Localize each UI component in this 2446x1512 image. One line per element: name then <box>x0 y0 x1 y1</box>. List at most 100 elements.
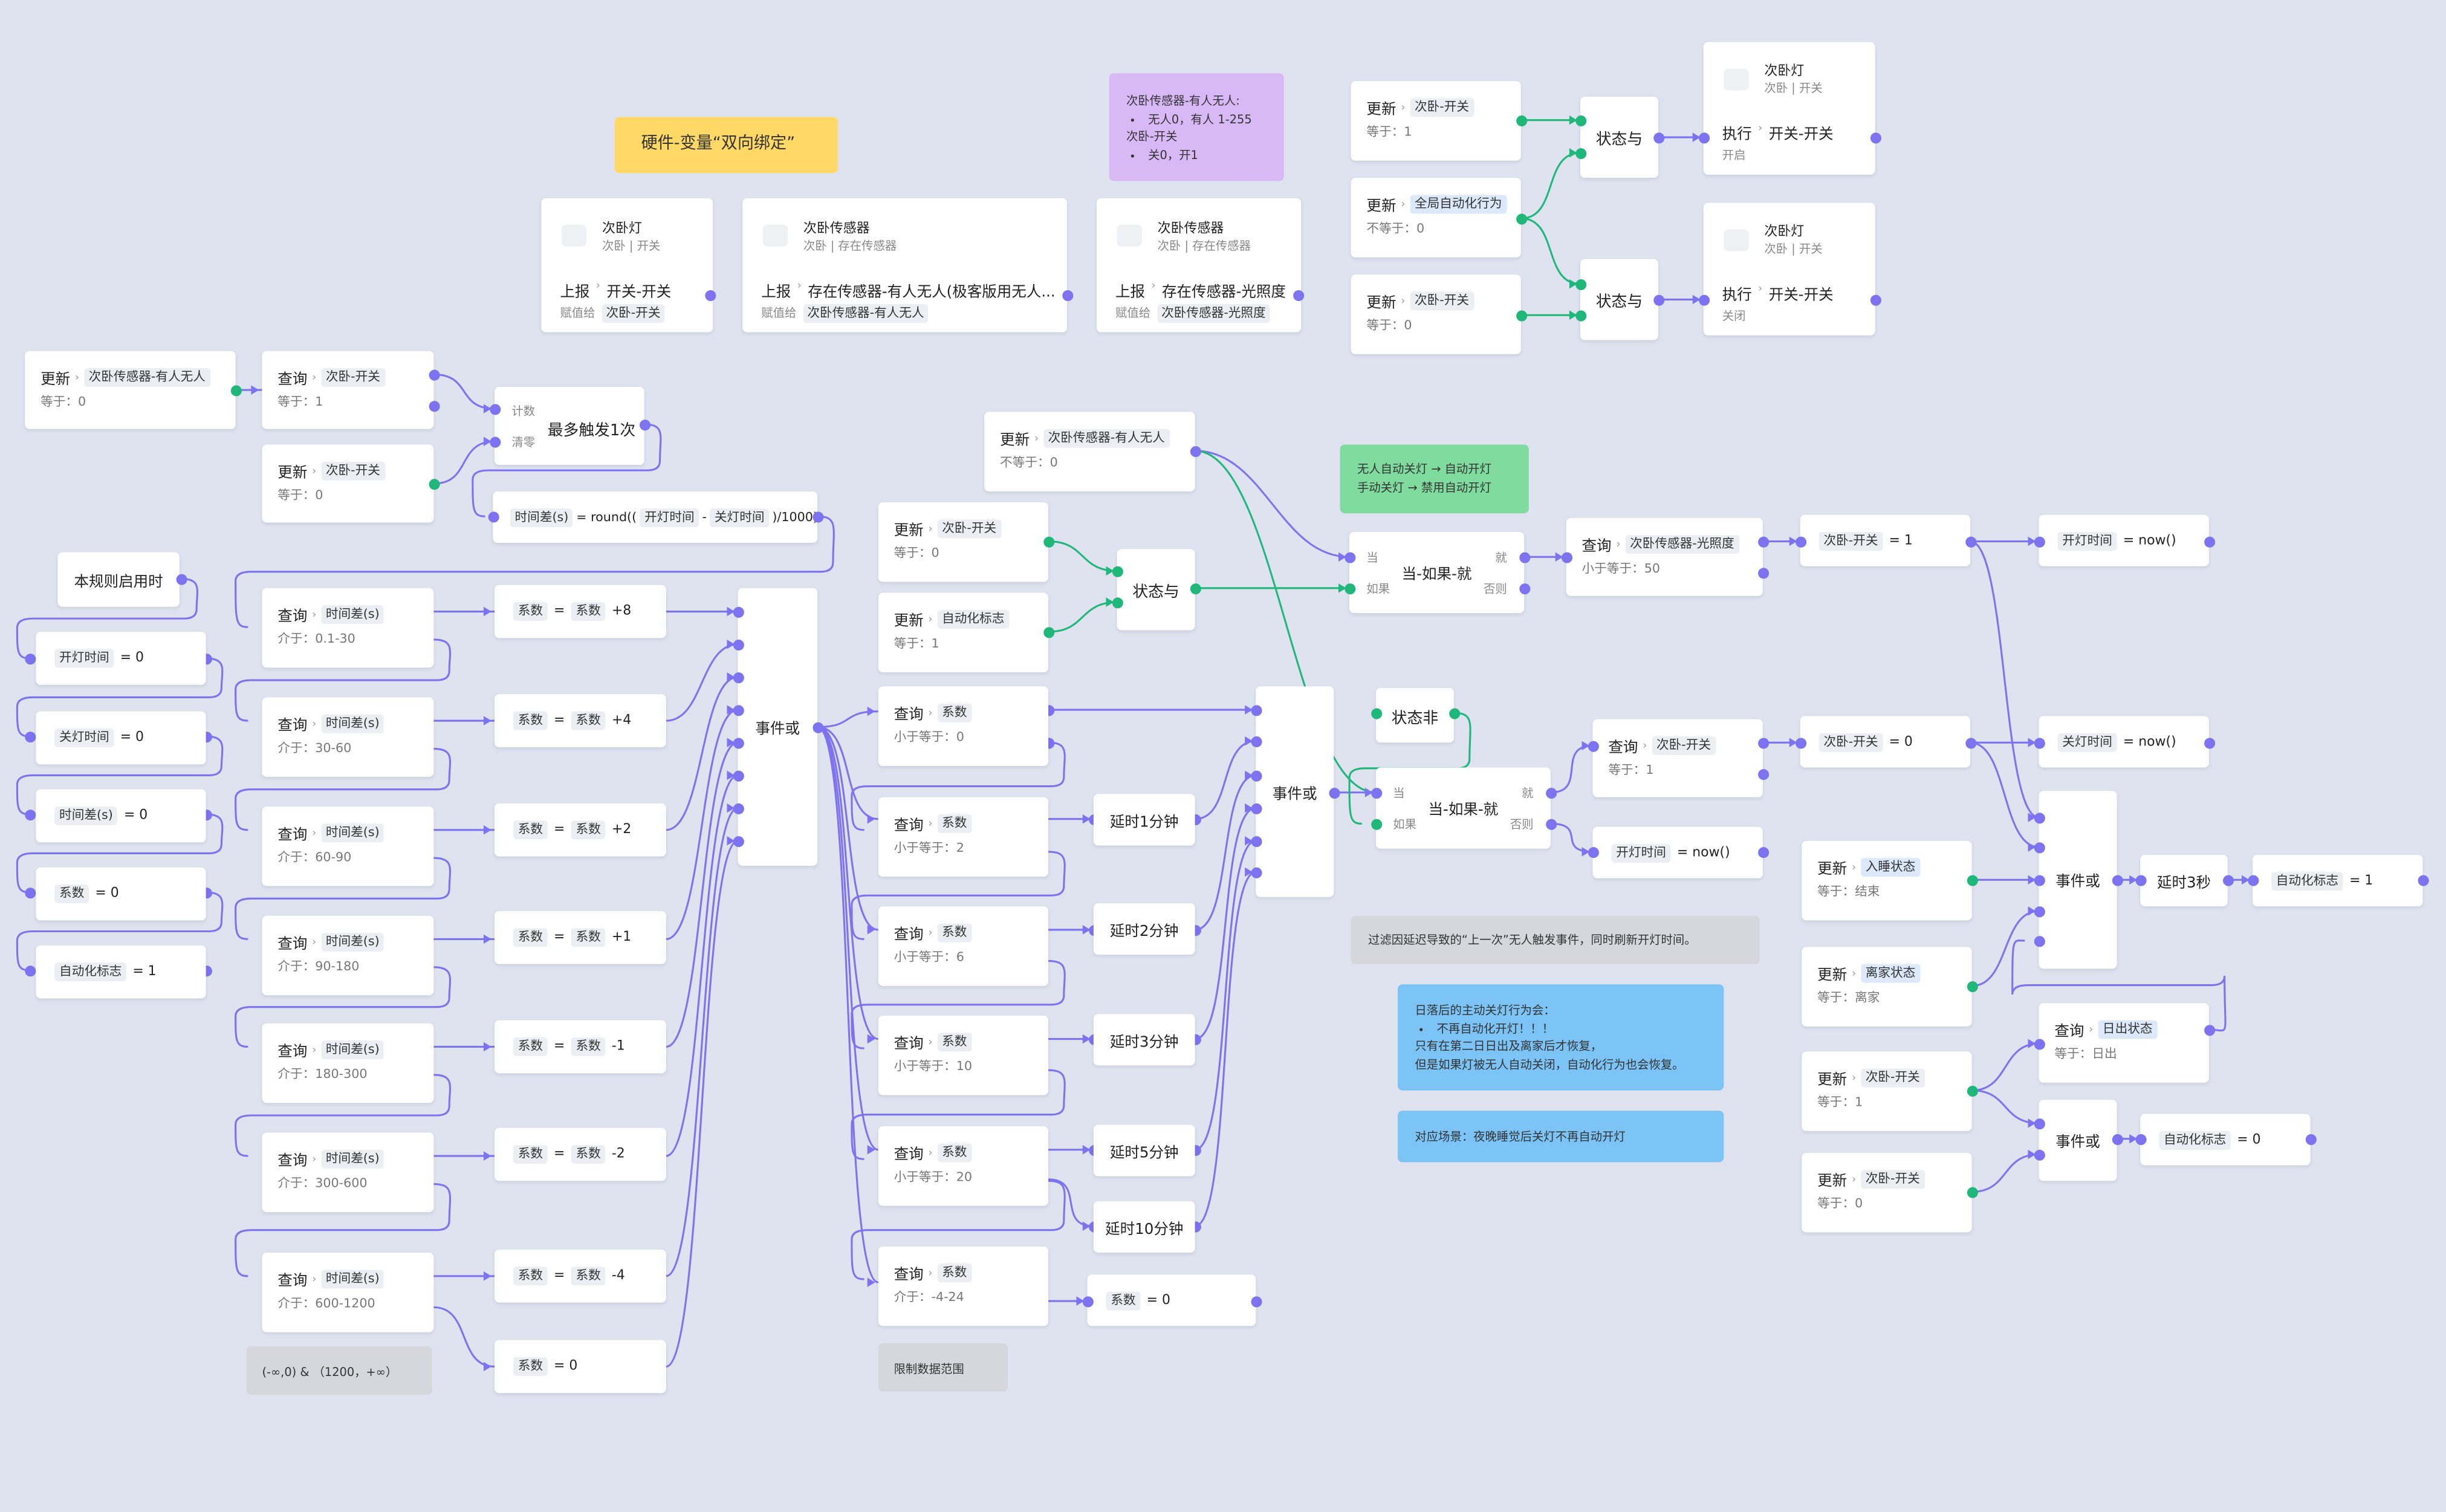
port-handle[interactable] <box>1344 551 1355 563</box>
range-query-node[interactable]: 查询›时间差(s) 介于：600-1200 <box>262 1253 434 1332</box>
port-handle[interactable] <box>1082 1296 1093 1307</box>
port-handle[interactable] <box>2033 1038 2045 1050</box>
coef-query-node[interactable]: 查询›系数 小于等于：0 <box>878 686 1049 766</box>
set-node-s6[interactable]: 自动化标志= 1 <box>2253 855 2423 907</box>
port-handle[interactable] <box>732 671 744 683</box>
port-handle[interactable] <box>2135 874 2146 886</box>
port-handle[interactable] <box>1966 980 1977 991</box>
device-node-illuminance[interactable]: 次卧传感器 次卧 | 存在传感器 上报›存在传感器-光照度 赋值给次卧传感器-光… <box>1097 198 1302 333</box>
port-handle[interactable] <box>2203 1024 2214 1036</box>
port-handle[interactable] <box>1250 1296 1262 1307</box>
port-handle[interactable] <box>24 886 36 898</box>
port-handle[interactable] <box>2033 1149 2045 1160</box>
coef-adjust-node[interactable]: 系数=系数-4 <box>494 1249 666 1303</box>
port-handle[interactable] <box>1292 289 1303 300</box>
query-node-light[interactable]: 查询›次卧传感器-光照度 小于等于：50 <box>1566 518 1763 596</box>
init-node[interactable]: 系数= 0 <box>36 867 206 921</box>
port-handle[interactable] <box>24 730 36 742</box>
port-handle[interactable] <box>1189 582 1201 594</box>
port-handle[interactable] <box>1757 768 1768 779</box>
port-handle[interactable] <box>732 802 744 814</box>
coef-adjust-node[interactable]: 系数=系数+1 <box>494 910 666 964</box>
set-node-s5[interactable]: 关灯时间= now() <box>2039 716 2209 768</box>
range-query-node[interactable]: 查询›时间差(s) 介于：300-600 <box>262 1132 434 1212</box>
event-or-node-1[interactable]: 事件或 <box>738 588 818 866</box>
port-handle[interactable] <box>24 808 36 820</box>
port-handle[interactable] <box>1966 1186 1977 1198</box>
delay-node[interactable]: 延时1分钟 <box>1093 794 1195 846</box>
port-handle[interactable] <box>1250 835 1262 846</box>
set-node-s3[interactable]: 开灯时间= now() <box>1592 826 1763 878</box>
port-handle[interactable] <box>1370 707 1381 719</box>
port-handle[interactable] <box>1794 536 1806 547</box>
port-handle[interactable] <box>638 418 650 430</box>
init-node[interactable]: 开灯时间= 0 <box>36 632 206 685</box>
port-handle[interactable] <box>1965 737 1976 748</box>
port-handle[interactable] <box>1545 787 1556 798</box>
set-node-s2[interactable]: 开灯时间= now() <box>2039 514 2209 566</box>
port-handle[interactable] <box>1189 445 1201 456</box>
trigger-node-u2[interactable]: 更新›次卧-开关 等于：0 <box>262 444 434 523</box>
port-handle[interactable] <box>1515 114 1526 126</box>
port-handle[interactable] <box>1757 536 1768 547</box>
state-and-node-2[interactable]: 状态与 <box>1580 259 1658 340</box>
port-handle[interactable] <box>732 835 744 846</box>
port-handle[interactable] <box>1574 278 1586 290</box>
coef-zero-node[interactable]: 系数= 0 <box>494 1340 666 1394</box>
port-handle[interactable] <box>1042 626 1054 638</box>
trigger-node-u4[interactable]: 更新›次卧-开关 等于：0 <box>878 502 1049 582</box>
coef-adjust-node[interactable]: 系数=系数+8 <box>494 585 666 638</box>
rule-enable-node[interactable]: 本规则启用时 <box>57 552 180 607</box>
port-handle[interactable] <box>1965 536 1976 547</box>
set-node-s4[interactable]: 次卧-开关= 0 <box>1800 716 1971 768</box>
coef-query-node[interactable]: 查询›系数 小于等于：2 <box>878 797 1049 877</box>
port-handle[interactable] <box>1794 737 1806 748</box>
port-handle[interactable] <box>1328 787 1340 798</box>
port-handle[interactable] <box>732 704 744 716</box>
device-node-presence[interactable]: 次卧传感器 次卧 | 存在传感器 上报›存在传感器-有人无人(极客版用无人...… <box>742 198 1067 333</box>
port-handle[interactable] <box>732 737 744 748</box>
port-handle[interactable] <box>2033 536 2045 547</box>
delay-3s-node[interactable]: 延时3秒 <box>2140 855 2228 907</box>
port-handle[interactable] <box>2247 874 2259 886</box>
port-handle[interactable] <box>1869 294 1881 305</box>
port-handle[interactable] <box>1250 704 1262 716</box>
coef-query-node[interactable]: 查询›系数 介于：-4-24 <box>878 1246 1049 1326</box>
port-handle[interactable] <box>24 964 36 976</box>
init-node[interactable]: 自动化标志= 1 <box>36 945 206 999</box>
port-handle[interactable] <box>1560 551 1572 563</box>
port-handle[interactable] <box>1515 310 1526 321</box>
trigger-node-u9[interactable]: 更新›次卧-开关 等于：0 <box>1802 1152 1972 1233</box>
port-handle[interactable] <box>1061 289 1073 300</box>
port-handle[interactable] <box>732 770 744 781</box>
port-handle[interactable] <box>732 638 744 650</box>
trigger-node-u7[interactable]: 更新›离家状态 等于：离家 <box>1802 947 1972 1027</box>
range-query-node[interactable]: 查询›时间差(s) 介于：60-90 <box>262 806 434 886</box>
coef-query-node[interactable]: 查询›系数 小于等于：20 <box>878 1126 1049 1206</box>
port-handle[interactable] <box>1250 770 1262 781</box>
port-handle[interactable] <box>1757 566 1768 579</box>
event-or-node-4[interactable]: 事件或 <box>2039 1100 2117 1181</box>
coef-adjust-node[interactable]: 系数=系数+4 <box>494 694 666 748</box>
port-handle[interactable] <box>2203 737 2214 748</box>
port-handle[interactable] <box>1042 536 1054 547</box>
range-query-node[interactable]: 查询›时间差(s) 介于：90-180 <box>262 915 434 996</box>
port-handle[interactable] <box>1757 737 1768 748</box>
port-handle[interactable] <box>1574 310 1586 321</box>
port-handle[interactable] <box>1370 818 1381 829</box>
port-handle[interactable] <box>1344 582 1355 594</box>
event-or-node-3[interactable]: 事件或 <box>2039 791 2117 969</box>
coef-reset-node[interactable]: 系数= 0 <box>1087 1274 1256 1326</box>
state-not-node[interactable]: 状态非 <box>1375 687 1454 743</box>
port-handle[interactable] <box>428 369 440 380</box>
port-handle[interactable] <box>1652 132 1664 143</box>
trigger-node-u5[interactable]: 更新›自动化标志 等于：1 <box>878 592 1049 673</box>
port-handle[interactable] <box>2203 536 2214 547</box>
trigger-node-t1[interactable]: 更新›次卧-开关 等于：1 <box>1351 81 1521 161</box>
port-handle[interactable] <box>1574 114 1586 126</box>
query-node-q3[interactable]: 查询›日出状态 等于：日出 <box>2039 1003 2209 1083</box>
set-node-s7[interactable]: 自动化标志= 0 <box>2140 1114 2311 1166</box>
port-handle[interactable] <box>812 721 823 733</box>
port-handle[interactable] <box>428 400 440 411</box>
query-node-q1[interactable]: 查询›次卧-开关 等于：1 <box>262 351 434 429</box>
